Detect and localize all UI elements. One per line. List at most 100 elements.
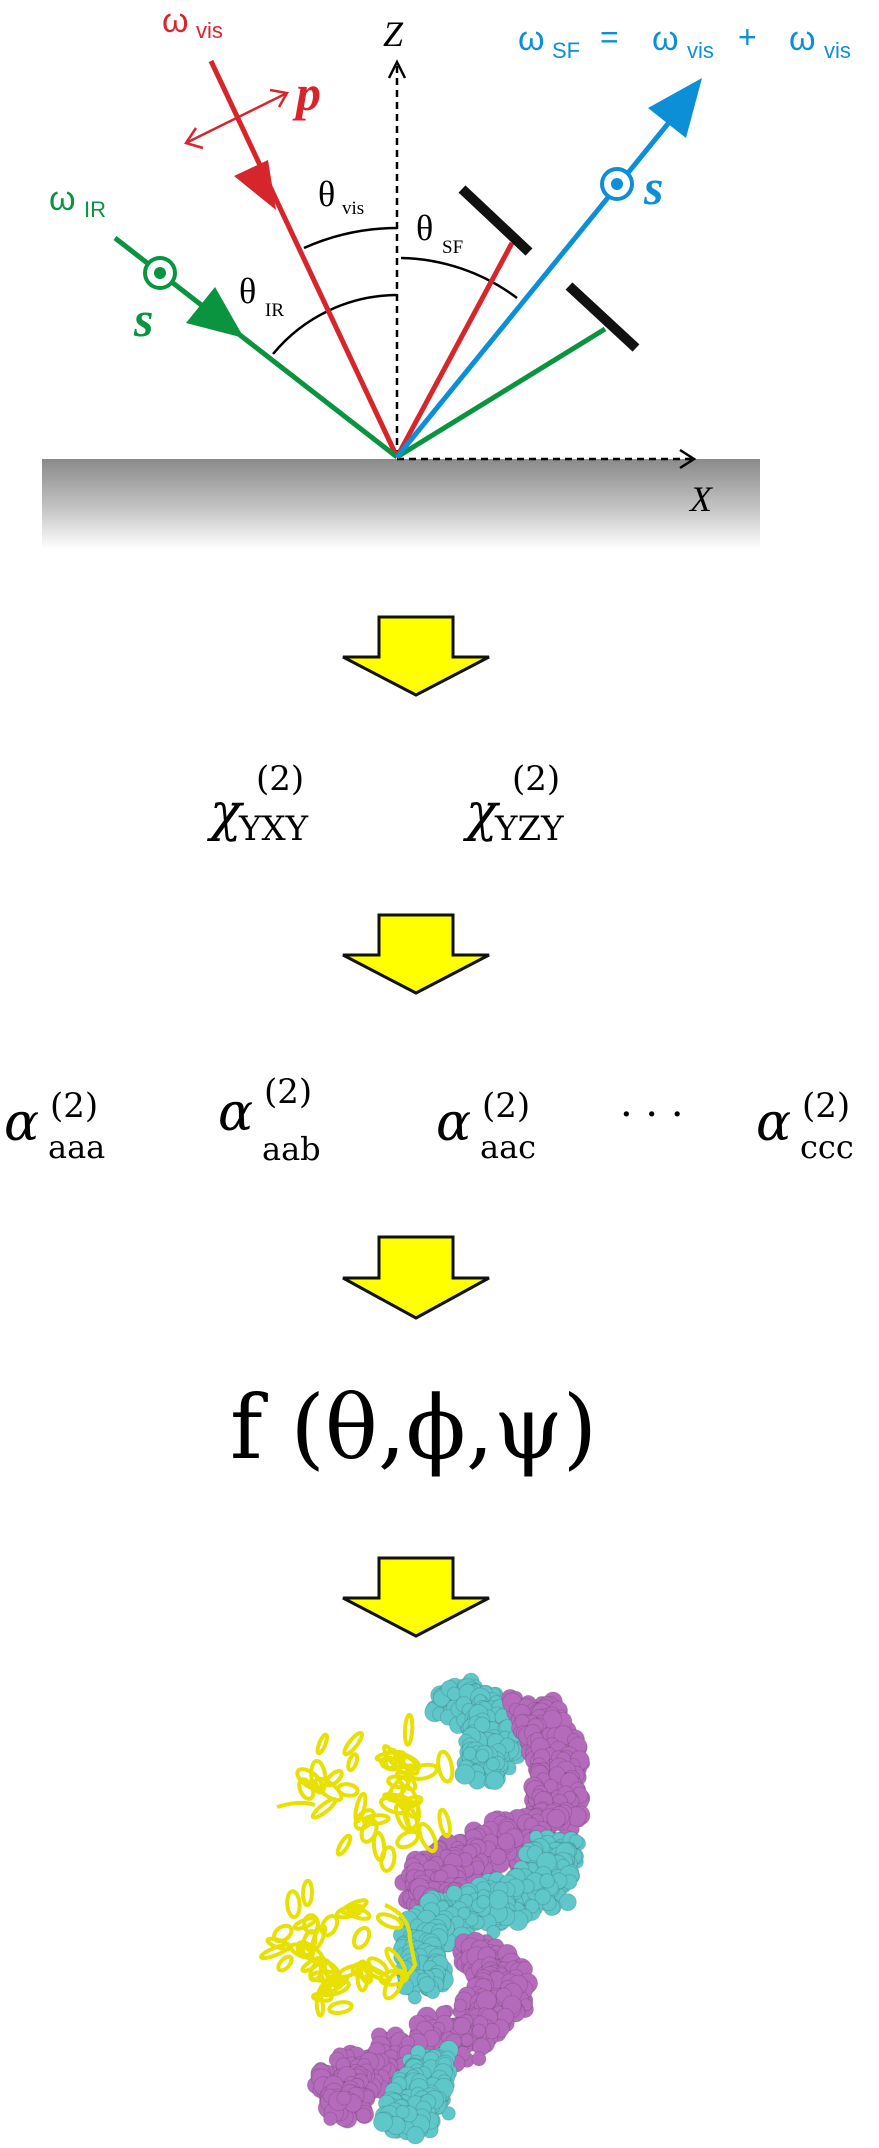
- dna-strand-teal-middle: [392, 1829, 587, 2005]
- s-polarization-sf-icon: [600, 167, 634, 201]
- down-arrow-3: [342, 1235, 490, 1320]
- s-polarization-ir-icon: [143, 256, 177, 290]
- chi-symbol: χ: [206, 783, 245, 843]
- x-axis-label: X: [688, 479, 714, 519]
- down-arrow-1: [342, 615, 490, 697]
- protein-helix: [308, 1959, 326, 1983]
- alpha-subscript: aab: [262, 1130, 321, 1168]
- omega-subscript: vis: [196, 18, 223, 43]
- protein-helix: [437, 1807, 452, 1839]
- theta-symbol: θ: [416, 208, 433, 248]
- orientation-function: f (θ,ϕ,ψ): [230, 1376, 597, 1479]
- atom-sphere: [372, 2112, 394, 2133]
- x-axis: [397, 448, 697, 470]
- p-polarization-double-arrow-icon: [184, 88, 289, 150]
- protein-helix: [313, 1776, 344, 1803]
- atom-sphere: [407, 1990, 422, 2005]
- omega-symbol: ω: [789, 20, 816, 58]
- atom-sphere: [525, 1899, 540, 1914]
- protein-tail: [276, 1800, 316, 1809]
- protein-helix: [408, 1762, 439, 1781]
- atom-sphere: [475, 1748, 490, 1763]
- z-axis-label: Z: [383, 14, 404, 54]
- theta-subscript: vis: [342, 198, 364, 219]
- theta-subscript: SF: [442, 237, 463, 258]
- atom-sphere: [486, 1924, 501, 1940]
- dna-strand-teal-bottom: [372, 2040, 459, 2145]
- atom-sphere: [488, 1889, 509, 1910]
- atom-sphere: [395, 2104, 410, 2119]
- omega-subscript: IR: [84, 197, 106, 222]
- alpha-subscript: aaa: [48, 1128, 105, 1166]
- plus-sign: +: [738, 19, 757, 55]
- protein-helix: [402, 1712, 415, 1747]
- s-polarization-ir-label: s: [133, 291, 153, 347]
- alpha-subscript: aac: [480, 1128, 536, 1166]
- theta-subscript: IR: [265, 300, 284, 321]
- protein-helix: [315, 1732, 330, 1756]
- protein-helix: [350, 1961, 373, 1980]
- atom-sphere: [355, 2107, 372, 2124]
- ir-reflected-beam: [395, 326, 607, 460]
- omega-subscript: vis: [687, 38, 714, 63]
- sf-output-beam: [395, 102, 686, 459]
- atom-sphere: [457, 1906, 471, 1920]
- alpha-symbol: α: [218, 1083, 253, 1143]
- alpha-superscript: (2): [482, 1086, 530, 1126]
- theta-symbol: θ: [239, 271, 256, 311]
- protein-helix: [301, 1878, 314, 1908]
- alpha-symbol: α: [4, 1093, 39, 1153]
- protein-helix: [351, 1925, 372, 1950]
- protein-helix: [395, 1829, 420, 1850]
- protein-helix: [335, 1833, 353, 1857]
- protein-helix: [379, 1755, 403, 1772]
- atom-sphere: [441, 2106, 456, 2121]
- atom-sphere: [543, 1778, 559, 1794]
- down-arrow-4: [342, 1556, 490, 1638]
- omega-vis-label: ω vis: [162, 2, 223, 43]
- atom-sphere: [539, 1873, 555, 1889]
- omega-ir-label: ω IR: [49, 180, 106, 222]
- theta-vis-label: θ vis: [318, 174, 364, 219]
- sf-beam-arrowhead: [648, 78, 702, 138]
- omega-subscript: vis: [824, 38, 851, 63]
- atom-sphere: [462, 1746, 477, 1761]
- protein-helix: [285, 1889, 302, 1920]
- ellipsis: · · ·: [620, 1092, 684, 1138]
- theta-vis-arc: [303, 226, 398, 250]
- beam-stop-visible: [458, 185, 533, 256]
- z-axis: [387, 59, 407, 457]
- down-arrow-2: [342, 913, 490, 995]
- chi-superscript: (2): [256, 759, 304, 799]
- chi-superscript: (2): [512, 759, 560, 799]
- chi-subscript: YXY: [238, 809, 309, 849]
- chi-subscript: YZY: [494, 809, 564, 849]
- omega-symbol: ω: [162, 2, 189, 40]
- alpha-aab: α (2) aab: [218, 1072, 321, 1168]
- omega-symbol: ω: [518, 20, 545, 58]
- theta-ir-label: θ IR: [239, 271, 284, 321]
- omega-symbol: ω: [49, 180, 76, 218]
- atom-sphere: [460, 2033, 474, 2047]
- visible-beam-arrowhead: [234, 160, 276, 210]
- atom-sphere: [471, 2051, 487, 2067]
- atom-sphere: [336, 2090, 352, 2106]
- chi-symbol: χ: [462, 783, 501, 843]
- alpha-symbol: α: [756, 1093, 791, 1153]
- atom-sphere: [485, 1770, 505, 1791]
- ir-beam-arrowhead: [186, 287, 244, 338]
- protein-helix: [375, 1912, 404, 1930]
- atom-sphere: [486, 1757, 501, 1772]
- protein-helix: [342, 1730, 364, 1757]
- atom-sphere: [534, 1888, 552, 1906]
- protein-helix: [272, 1923, 294, 1944]
- protein-helix: [359, 1817, 379, 1844]
- alpha-aaa: α (2) aaa: [4, 1086, 105, 1166]
- atom-sphere: [406, 2125, 425, 2145]
- protein-helix: [417, 1821, 438, 1854]
- omega-sf-equation: ω SF = ω vis + ω vis: [518, 19, 851, 63]
- alpha-superscript: (2): [802, 1086, 850, 1126]
- protein-helix: [314, 1993, 326, 2018]
